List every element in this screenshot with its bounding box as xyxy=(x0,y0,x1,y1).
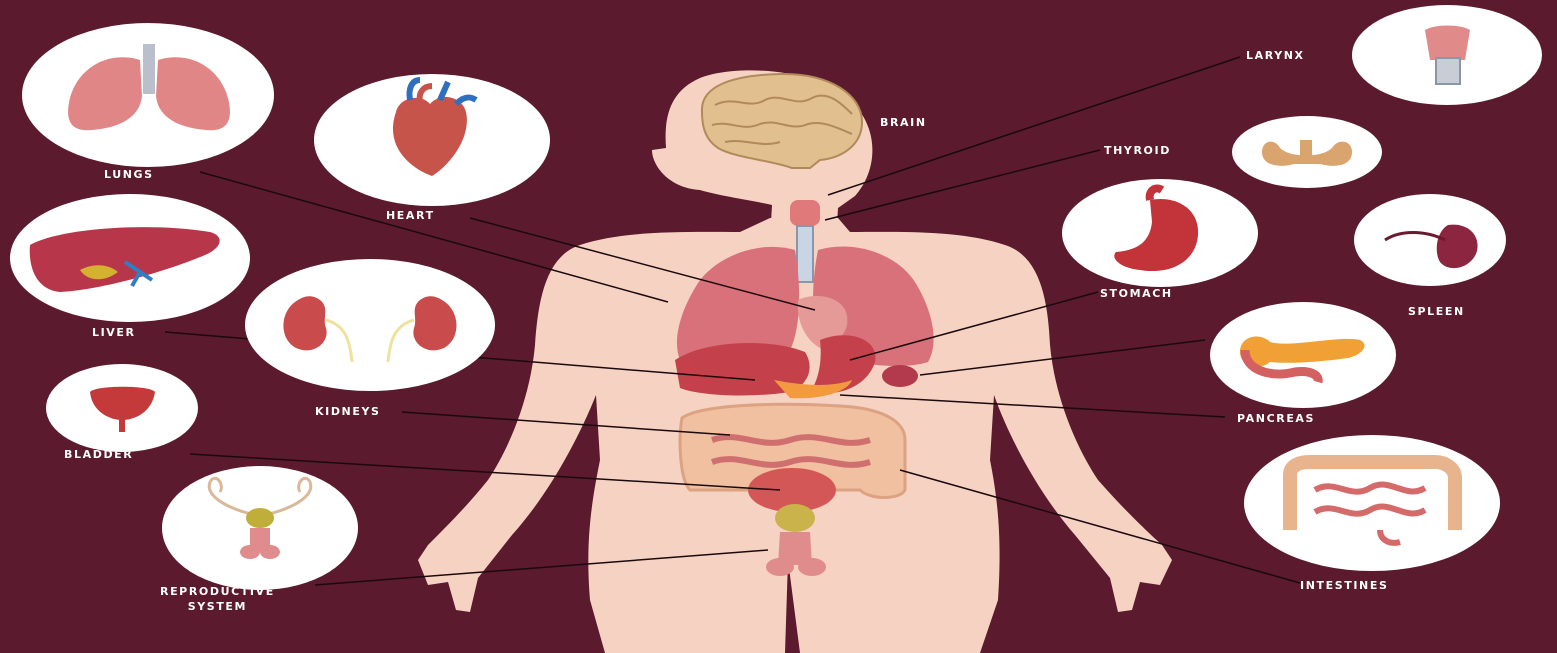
label-intestines: INTESTINES xyxy=(1300,578,1388,593)
callout-kidneys xyxy=(245,259,495,391)
callout-reproductive xyxy=(162,466,358,590)
label-liver: LIVER xyxy=(92,325,136,340)
label-reproductive-line2: SYSTEM xyxy=(160,599,275,614)
label-lungs: LUNGS xyxy=(104,167,154,182)
thyroid-icon xyxy=(1262,140,1352,166)
label-larynx: LARYNX xyxy=(1246,48,1305,63)
label-thyroid: THYROID xyxy=(1104,143,1171,158)
callout-bladder xyxy=(46,364,198,452)
callout-spleen xyxy=(1354,194,1506,286)
callout-intestines xyxy=(1244,435,1500,571)
label-kidneys: KIDNEYS xyxy=(315,404,381,419)
label-reproductive-system: REPRODUCTIVE SYSTEM xyxy=(160,584,275,614)
label-pancreas: PANCREAS xyxy=(1237,411,1315,426)
label-spleen: SPLEEN xyxy=(1408,304,1465,319)
callout-liver xyxy=(10,194,250,322)
callout-heart xyxy=(314,74,550,206)
callout-thyroid xyxy=(1232,116,1382,188)
label-reproductive-line1: REPRODUCTIVE xyxy=(160,584,275,599)
callout-stomach xyxy=(1062,179,1258,287)
label-bladder: BLADDER xyxy=(64,447,133,462)
callout-lungs xyxy=(22,23,274,167)
label-brain: BRAIN xyxy=(880,115,927,130)
label-stomach: STOMACH xyxy=(1100,286,1173,301)
callout-larynx xyxy=(1352,5,1542,105)
label-heart: HEART xyxy=(386,208,435,223)
callout-pancreas xyxy=(1210,302,1396,408)
